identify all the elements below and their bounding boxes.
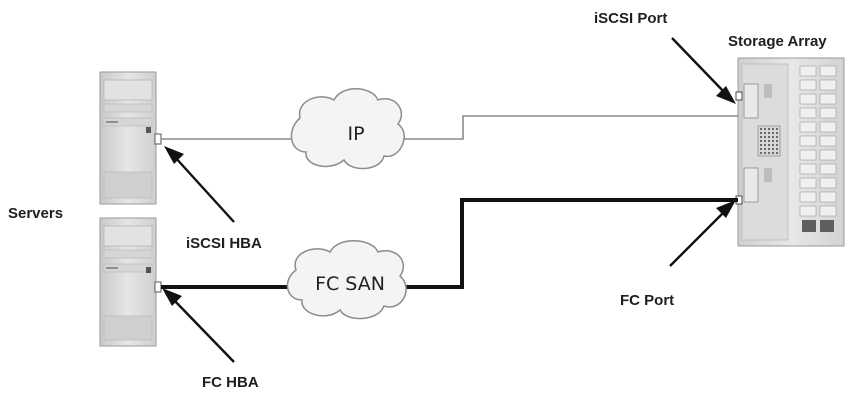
storage-array <box>738 58 844 246</box>
iscsi-hba-arrowhead <box>164 146 184 164</box>
fc-hba-card <box>155 282 161 292</box>
fc-port-label: FC Port <box>620 292 674 309</box>
drive-bay <box>820 66 836 76</box>
drive-bay <box>800 178 816 188</box>
drive-bay <box>800 136 816 146</box>
iscsi-port-arrow <box>672 38 726 94</box>
drive-bay <box>820 94 836 104</box>
drive-bay <box>820 108 836 118</box>
drive-bay <box>800 66 816 76</box>
drive-bay <box>820 122 836 132</box>
drive-bay <box>800 80 816 90</box>
ip-link <box>161 116 738 139</box>
drive-bay <box>800 164 816 174</box>
drive-bay <box>800 94 816 104</box>
fc-port-arrow <box>670 210 726 266</box>
iscsi-hba-arrow <box>174 156 234 222</box>
iscsi-port-arrowhead <box>716 86 736 104</box>
drive-bay <box>820 164 836 174</box>
iscsi-hba-card <box>155 134 161 144</box>
drive-bay <box>820 178 836 188</box>
drive-bay <box>800 122 816 132</box>
drive-bay <box>800 108 816 118</box>
drive-bay <box>820 206 836 216</box>
fc-port-arrowhead <box>716 200 736 218</box>
fc-san-cloud-label: FC SAN <box>300 273 400 295</box>
drive-bay <box>800 192 816 202</box>
ip-cloud-label: IP <box>326 123 386 145</box>
fc-hba-arrowhead <box>162 288 182 306</box>
servers-label: Servers <box>8 205 63 222</box>
server-bottom <box>100 218 156 346</box>
drive-bay <box>820 150 836 160</box>
iscsi-port <box>736 92 742 100</box>
iscsi-port-label: iSCSI Port <box>594 10 667 27</box>
drive-bay <box>820 192 836 202</box>
fc-hba-arrow <box>172 298 234 362</box>
iscsi-hba-label: iSCSI HBA <box>186 235 262 252</box>
storage-array-label: Storage Array <box>728 33 827 50</box>
drive-bay <box>800 150 816 160</box>
server-top <box>100 72 156 204</box>
drive-bay <box>820 136 836 146</box>
drive-bay <box>820 80 836 90</box>
fc-hba-label: FC HBA <box>202 374 259 391</box>
drive-bay <box>800 206 816 216</box>
